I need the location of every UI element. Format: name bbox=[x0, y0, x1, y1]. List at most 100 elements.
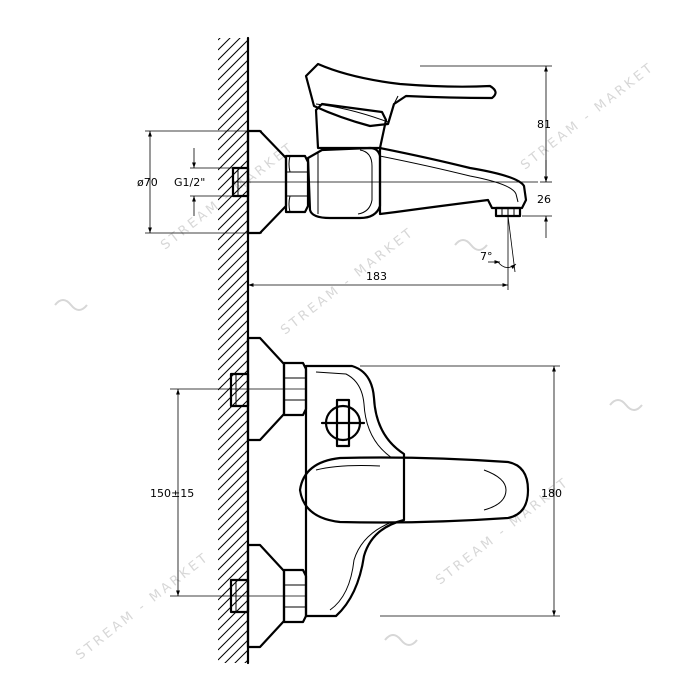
hatch-line bbox=[218, 309, 248, 341]
dimension-overall-height: 180 bbox=[360, 365, 562, 617]
hatch-line bbox=[218, 229, 248, 261]
aerator bbox=[494, 206, 522, 218]
hatch-line bbox=[218, 339, 248, 371]
diverter-knob bbox=[320, 398, 366, 448]
center-distance-label: 150±15 bbox=[150, 487, 194, 500]
hatch-line bbox=[218, 449, 248, 481]
watermark-text: STREAM - MARKET bbox=[73, 550, 213, 664]
hatch-line bbox=[218, 479, 248, 511]
hatch-line bbox=[218, 119, 248, 151]
hatch-line bbox=[218, 690, 248, 700]
dimension-height: 81 bbox=[420, 65, 552, 183]
hatch-line bbox=[218, 529, 248, 561]
spout-angle-label: 7° bbox=[480, 250, 493, 263]
watermark: STREAM - MARKET STREAM - MARKET STREAM -… bbox=[54, 60, 658, 664]
hatch-line bbox=[218, 219, 248, 251]
hatch-line bbox=[218, 109, 248, 141]
hatch-line bbox=[218, 680, 248, 700]
dimension-thread: G1/2" bbox=[174, 148, 248, 216]
mixer-body-front bbox=[304, 364, 406, 618]
hatch-line bbox=[218, 269, 248, 301]
flow-angle-line bbox=[507, 215, 516, 273]
hatch-line bbox=[218, 670, 248, 700]
spout-drop-label: 26 bbox=[537, 193, 551, 206]
hatch-line bbox=[218, 559, 248, 591]
body-inner-contour bbox=[317, 149, 373, 215]
dimension-center-distance: 150±15 bbox=[150, 389, 194, 596]
hatch-line bbox=[218, 549, 248, 581]
hatch-line bbox=[218, 38, 241, 61]
flange-diameter-label: ø70 bbox=[137, 176, 158, 189]
hatch-line bbox=[218, 349, 248, 381]
hatch-line bbox=[218, 539, 248, 571]
watermark-text: STREAM - MARKET bbox=[278, 225, 418, 339]
hatch-line bbox=[218, 38, 231, 51]
dimension-spout-angle: 7° bbox=[480, 250, 517, 270]
wall-hatching bbox=[218, 38, 248, 700]
hatch-line bbox=[218, 519, 248, 551]
hatch-line bbox=[218, 89, 248, 121]
hatch-line bbox=[218, 99, 248, 131]
hatch-line bbox=[218, 499, 248, 531]
hatch-line bbox=[218, 329, 248, 361]
watermark-text: STREAM - MARKET bbox=[518, 60, 658, 174]
hatch-line bbox=[218, 459, 248, 491]
hatch-line bbox=[244, 659, 248, 663]
hatch-line bbox=[218, 579, 248, 611]
hatch-line bbox=[234, 649, 248, 663]
wall bbox=[218, 36, 250, 700]
hatch-line bbox=[224, 639, 248, 663]
projection-label: 183 bbox=[366, 270, 387, 283]
hatch-line bbox=[218, 139, 248, 171]
hatch-line bbox=[218, 299, 248, 331]
hatch-line bbox=[218, 38, 221, 41]
hatch-line bbox=[218, 249, 248, 281]
hatch-line bbox=[218, 469, 248, 501]
dimension-flange-diameter: ø70 bbox=[137, 130, 262, 234]
front-view bbox=[170, 336, 530, 649]
side-view bbox=[231, 62, 538, 273]
hatch-line bbox=[218, 439, 248, 471]
hatch-line bbox=[218, 239, 248, 271]
thread-label: G1/2" bbox=[174, 176, 205, 189]
hatch-line bbox=[218, 79, 248, 111]
hatch-line bbox=[218, 199, 248, 231]
hatch-line bbox=[218, 49, 248, 81]
spout-inner-contour bbox=[379, 155, 519, 203]
hatch-line bbox=[218, 609, 248, 641]
hatch-line bbox=[218, 129, 248, 161]
hatch-line bbox=[218, 279, 248, 311]
hatch-line bbox=[218, 69, 248, 101]
hatch-line bbox=[218, 39, 248, 71]
hex-nut bbox=[284, 154, 310, 214]
spout bbox=[378, 146, 528, 216]
watermark-logo bbox=[454, 239, 488, 251]
overall-height-label: 180 bbox=[541, 487, 562, 500]
hatch-line bbox=[218, 319, 248, 351]
watermark-logo bbox=[54, 299, 88, 311]
lever-handle-inner bbox=[315, 465, 507, 511]
body-inner-contour-front bbox=[315, 371, 393, 611]
hatch-line bbox=[218, 379, 248, 411]
height-label: 81 bbox=[537, 118, 551, 131]
dimension-projection: 183 bbox=[248, 270, 509, 290]
hatch-line bbox=[218, 619, 248, 651]
hatch-line bbox=[218, 489, 248, 521]
hatch-line bbox=[218, 289, 248, 321]
lever-handle bbox=[304, 62, 497, 128]
hatch-line bbox=[218, 629, 248, 661]
lever-detail bbox=[315, 95, 399, 123]
hatch-line bbox=[218, 599, 248, 631]
hatch-line bbox=[218, 589, 248, 621]
hatch-line bbox=[218, 209, 248, 241]
hatch-line bbox=[218, 259, 248, 291]
watermark-logo bbox=[384, 634, 418, 646]
hatch-line bbox=[218, 149, 248, 181]
hatch-line bbox=[218, 419, 248, 451]
hatch-line bbox=[218, 509, 248, 541]
hatch-line bbox=[218, 409, 248, 441]
dimension-spout-drop: 26 bbox=[522, 160, 552, 238]
hatch-line bbox=[218, 59, 248, 91]
watermark-logo bbox=[609, 399, 643, 411]
